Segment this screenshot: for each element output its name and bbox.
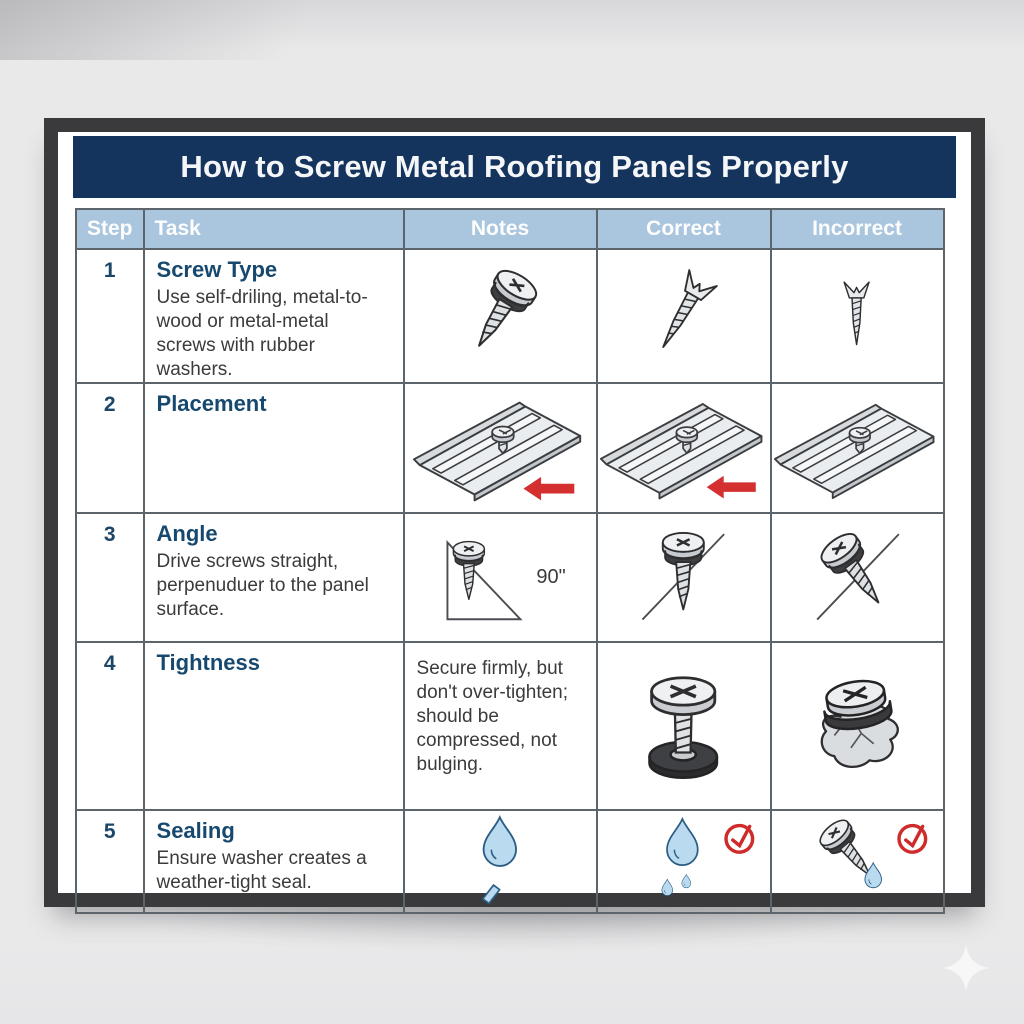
- column-header-task: Task: [142, 208, 405, 250]
- screw-washer-bulging-icon: [820, 680, 899, 769]
- table-row: 4 Tightness Secure firmly, but don't ove…: [75, 640, 945, 811]
- column-header-correct: Correct: [595, 208, 772, 250]
- column-header-step: Step: [75, 208, 145, 250]
- thin-screw-icon: [843, 281, 871, 346]
- task-text: Ensure washer creates a weather-tight se…: [156, 847, 367, 893]
- column-header-incorrect: Incorrect: [769, 208, 945, 250]
- task-title: Tightness: [156, 649, 261, 675]
- task-cell: Tightness: [142, 640, 405, 811]
- notes-cell: Secure firmly, but don't over-tighten; s…: [402, 640, 598, 811]
- step-number: 2: [75, 381, 145, 514]
- screw-washer-compressed-icon: [648, 676, 719, 780]
- red-arrow-icon: [523, 476, 575, 501]
- water-droplet-slash-icon: [482, 816, 518, 905]
- notes-cell: [402, 248, 598, 384]
- correct-cell: [595, 640, 772, 811]
- roof-panel-screw-arrow-icon: [599, 402, 762, 500]
- step-number: 1: [75, 248, 145, 384]
- task-cell: Angle Drive screws straight, perpenuduer…: [142, 511, 405, 643]
- task-cell: Sealing Ensure washer creates a weather-…: [142, 808, 405, 914]
- correct-cell: [595, 511, 772, 643]
- screw-droplet-icon: [814, 814, 885, 889]
- table-header-row: Step Task Notes Correct Incorrect: [75, 208, 945, 250]
- table-row: 3 Angle Drive screws straight, perpenudu…: [75, 511, 945, 643]
- column-header-notes: Notes: [402, 208, 598, 250]
- self-drilling-screw-icon: [648, 269, 718, 357]
- notes-cell: [402, 808, 598, 914]
- incorrect-cell: [769, 640, 945, 811]
- task-title: Sealing: [156, 817, 235, 843]
- step-number: 4: [75, 640, 145, 811]
- task-cell: Placement: [142, 381, 405, 514]
- instruction-table: Step Task Notes Correct Incorrect 1 Scre…: [75, 208, 945, 914]
- correct-cell: [595, 381, 772, 514]
- task-title: Screw Type: [156, 257, 278, 282]
- incorrect-cell: [769, 381, 945, 514]
- red-check-icon: [721, 821, 756, 856]
- step-number: 3: [75, 511, 145, 643]
- red-check-icon: [894, 821, 929, 856]
- notes-cell: 90": [402, 511, 598, 643]
- water-droplets-icon: [661, 818, 699, 896]
- screw-perpendicular-line-icon: [641, 531, 726, 621]
- screw-with-rubber-washer-icon: [459, 264, 543, 360]
- table-row: 2 Placement: [75, 381, 945, 514]
- step-number: 5: [75, 808, 145, 914]
- task-text: Drive screws straight, perpenuduer to th…: [156, 550, 369, 620]
- incorrect-cell: [769, 511, 945, 643]
- notes-text: Secure firmly, but don't over-tighten; s…: [416, 657, 569, 775]
- sparkle-icon: [942, 944, 990, 992]
- roof-panel-screw-arrow-icon: [413, 401, 582, 502]
- red-arrow-icon: [706, 475, 756, 499]
- task-cell: Screw Type Use self-driling, metal-to-wo…: [142, 248, 405, 384]
- table-row: 5 Sealing Ensure washer creates a weathe…: [75, 808, 945, 914]
- title-band: How to Screw Metal Roofing Panels Proper…: [73, 136, 956, 198]
- correct-cell: [595, 248, 772, 384]
- infographic-poster: How to Screw Metal Roofing Panels Proper…: [44, 118, 985, 914]
- incorrect-cell: [769, 808, 945, 914]
- screw-tilted-line-icon: [815, 527, 900, 621]
- correct-cell: [595, 808, 772, 914]
- task-title: Placement: [156, 390, 267, 416]
- screw-right-angle-triangle-icon: [446, 540, 523, 621]
- table-row: 1 Screw Type Use self-driling, metal-to-…: [75, 248, 945, 384]
- roof-panel-screw-icon: [773, 403, 935, 499]
- task-text: Use self-driling, metal-to-wood or metal…: [156, 287, 368, 380]
- task-title: Angle: [156, 520, 218, 546]
- notes-cell: [402, 381, 598, 514]
- incorrect-cell: [769, 248, 945, 384]
- angle-degree-label: 90": [536, 565, 566, 588]
- page-title: How to Screw Metal Roofing Panels Proper…: [180, 149, 849, 184]
